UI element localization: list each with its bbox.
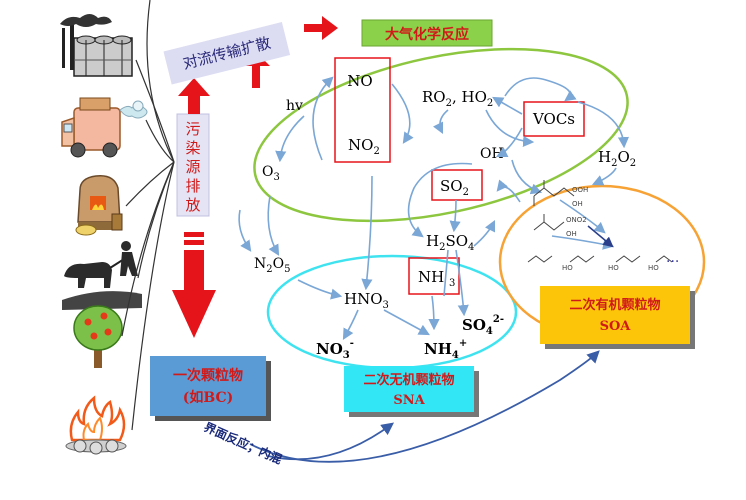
tree-icon [73, 305, 123, 368]
svg-text:(如BC): (如BC) [183, 389, 233, 406]
atmos-chem-box: 大气化学反应 [361, 19, 493, 47]
svg-text:OOH: OOH [572, 186, 588, 194]
no3-label: NO3- [316, 338, 354, 361]
svg-text:排: 排 [185, 177, 200, 195]
svg-text:OH: OH [566, 230, 577, 238]
soa-ellipsis: ... [666, 250, 679, 266]
stove-icon [75, 175, 123, 236]
svg-text:二次有机颗粒物: 二次有机颗粒物 [569, 297, 660, 313]
svg-text:OH: OH [572, 200, 583, 208]
svg-text:HO: HO [648, 264, 659, 272]
nh3-label: NH 3 [418, 268, 455, 289]
so2-label: SO2 [440, 177, 469, 198]
svg-text:大气化学反应: 大气化学反应 [385, 26, 469, 43]
source-convergence-lines [121, 0, 175, 431]
fire-icon [65, 395, 127, 455]
svg-text:放: 放 [185, 196, 200, 214]
vocs-label: VOCs [532, 110, 575, 128]
so2-box [431, 169, 483, 201]
svg-text:ONO2: ONO2 [566, 216, 587, 224]
svg-text:一次颗粒物: 一次颗粒物 [173, 367, 243, 384]
svg-text:源: 源 [185, 158, 200, 176]
svg-text:SNA: SNA [393, 393, 425, 408]
source-emission-box: 污 染 源 排 放 [176, 113, 210, 217]
o3-label: O3 [262, 164, 280, 183]
no-box [334, 57, 391, 163]
svg-text:污: 污 [185, 120, 200, 138]
reaction-arrows [238, 76, 630, 340]
farmer-ox-icon [62, 241, 142, 310]
primary-particle-box: 一次颗粒物 (如BC) [150, 356, 271, 421]
ro2ho2-label: RO2, HO2 [422, 88, 493, 109]
truck-icon [61, 97, 148, 158]
hno3-label: HNO3 [344, 290, 389, 311]
h2o2-label: H2O2 [598, 148, 636, 169]
sna-ellipse [266, 254, 518, 370]
soa-box: 二次有机颗粒物 SOA [540, 286, 695, 349]
svg-text:SOA: SOA [600, 319, 632, 334]
svg-text:HO: HO [608, 264, 619, 272]
svg-text:二次无机颗粒物: 二次无机颗粒物 [363, 372, 454, 388]
soa-arrow [587, 225, 614, 248]
red-arrow-right [304, 16, 338, 40]
hv-label: hv [286, 98, 303, 114]
sna-box: 二次无机颗粒物 SNA [344, 366, 479, 417]
vocs-box [523, 101, 585, 137]
soa-molecules: OOH OH ONO2 OH HO HO HO [527, 180, 673, 272]
no-label: NO [347, 72, 372, 90]
interface-arrows [249, 350, 600, 463]
so4-label: SO42- [462, 314, 504, 337]
gas-phase-ellipse [253, 47, 629, 223]
transport-box: 对流传输扩散 [163, 22, 291, 85]
n2o5-label: N2O5 [254, 256, 290, 275]
factory-icon [60, 14, 133, 77]
svg-text:HO: HO [562, 264, 573, 272]
svg-text:染: 染 [185, 139, 200, 157]
h2so4-label: H2SO4 [426, 232, 474, 253]
red-arrow-down [172, 232, 216, 338]
interface-label: 界面反应；内混 [202, 419, 285, 467]
no2-label: NO2 [348, 136, 380, 157]
red-arrow-up [178, 78, 210, 114]
